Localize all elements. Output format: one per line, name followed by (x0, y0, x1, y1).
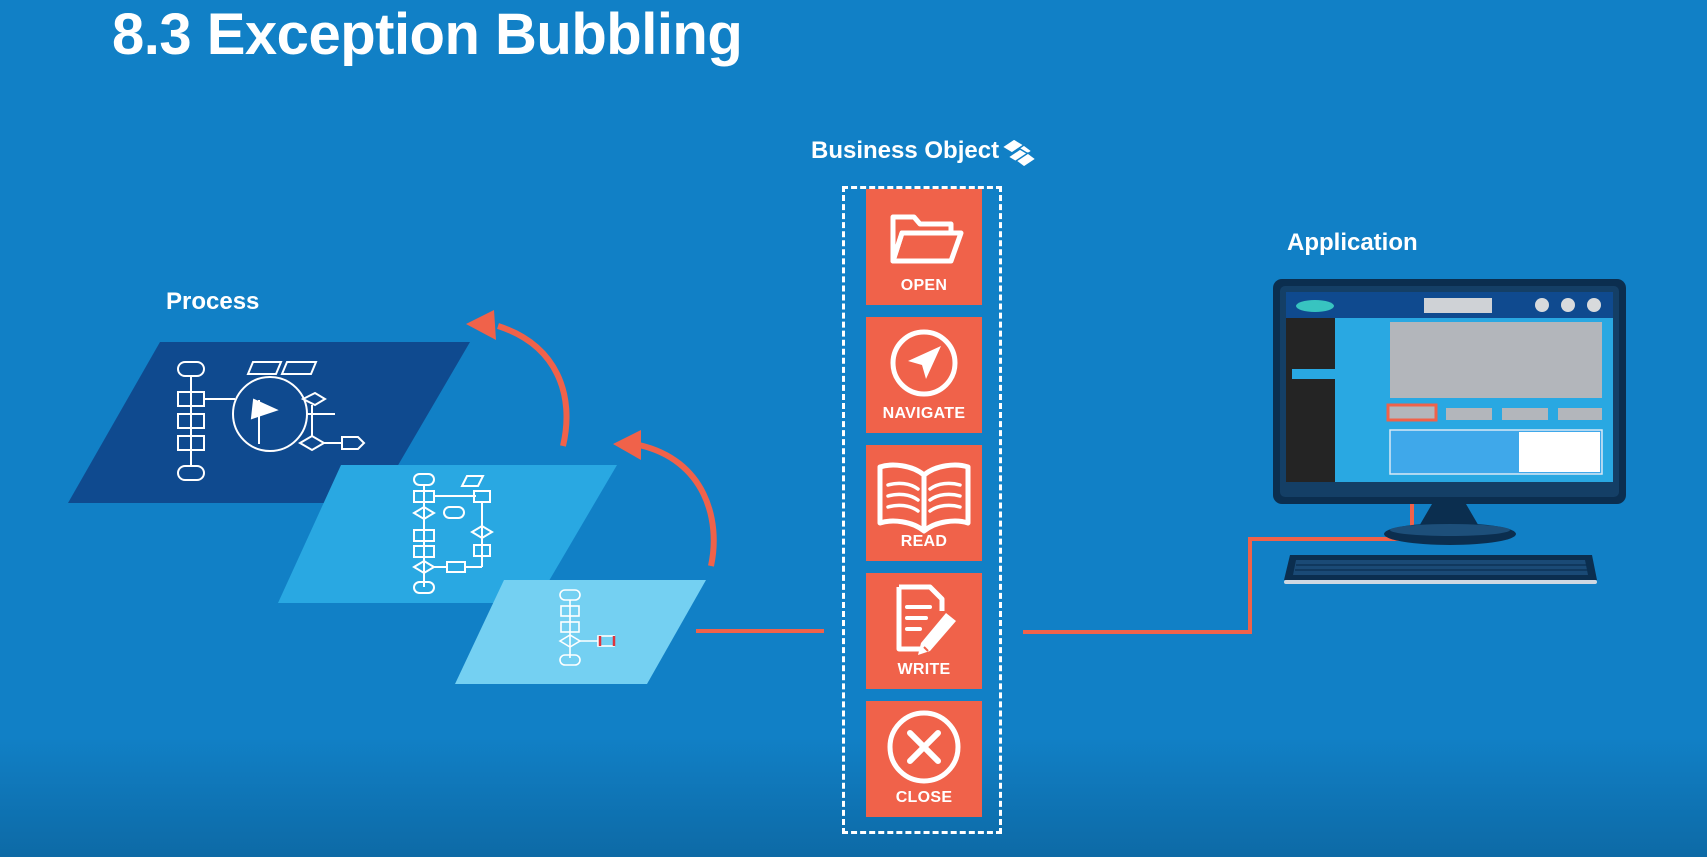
process-layer-top (68, 342, 470, 503)
action-label-open: OPEN (900, 277, 948, 294)
process-label: Process (166, 288, 260, 315)
computer-icon (1273, 279, 1626, 584)
page-title: 8.3 Exception Bubbling (112, 2, 743, 67)
bubbling-arrow-upper (466, 310, 570, 447)
document-pen-icon (896, 584, 956, 655)
book-icon (877, 462, 971, 534)
process-layer-bottom (455, 580, 706, 684)
process-layer-middle (278, 465, 617, 603)
business-object-label: Business Object (811, 137, 1000, 164)
open-action[interactable]: OPEN (866, 189, 982, 305)
compass-icon (890, 329, 958, 397)
action-label-read: READ (900, 533, 948, 550)
folder-icon (890, 214, 964, 264)
flowchart-icon (558, 589, 615, 666)
close-action[interactable]: CLOSE (866, 701, 982, 817)
action-label-navigate: NAVIGATE (882, 405, 966, 422)
action-label-close: CLOSE (895, 789, 953, 806)
close-circle-icon (887, 710, 961, 784)
application-label: Application (1287, 229, 1418, 256)
bubbling-arrow-lower (613, 430, 717, 567)
navigate-action[interactable]: NAVIGATE (866, 317, 982, 433)
business-object-container (842, 186, 1002, 834)
write-action[interactable]: WRITE (866, 573, 982, 689)
action-label-write: WRITE (897, 661, 951, 678)
flowchart-icon (177, 361, 366, 481)
read-action[interactable]: READ (866, 445, 982, 561)
flowchart-icon (412, 473, 494, 594)
business-object-icon (1000, 138, 1038, 168)
